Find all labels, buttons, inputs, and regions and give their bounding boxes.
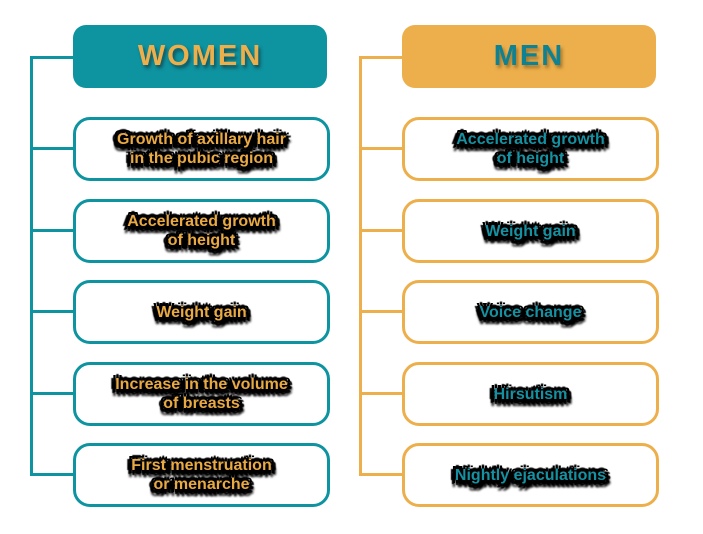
men-item-box-3: Voice change xyxy=(402,280,659,344)
women-item-box-4: Increase in the volume of breasts xyxy=(73,362,330,426)
women-header-label: WOMEN xyxy=(137,40,263,72)
men-item-label: Hirsutism xyxy=(493,385,568,403)
men-item-label: Weight gain xyxy=(485,222,576,240)
men-item-box-1: Accelerated growth of height xyxy=(402,117,659,181)
women-connector-branch xyxy=(30,310,74,313)
women-item-label: Growth of axillary hair in the pubic reg… xyxy=(117,131,286,167)
women-header: WOMEN xyxy=(73,25,327,88)
men-item-label: Nightly ejaculations xyxy=(454,466,607,484)
women-item-box-3: Weight gain xyxy=(73,280,330,344)
women-connector-branch xyxy=(30,147,74,150)
men-connector-vertical-line xyxy=(359,56,362,476)
men-item-box-5: Nightly ejaculations xyxy=(402,443,659,507)
men-item-box-2: Weight gain xyxy=(402,199,659,263)
men-connector-branch xyxy=(359,392,403,395)
women-item-label: Weight gain xyxy=(156,303,247,321)
men-connector-branch xyxy=(359,310,403,313)
women-item-box-1: Growth of axillary hair in the pubic reg… xyxy=(73,117,330,181)
women-item-box-2: Accelerated growth of height xyxy=(73,199,330,263)
women-item-label: Accelerated growth of height xyxy=(127,213,276,249)
women-connector-branch xyxy=(30,56,74,59)
men-connector-branch xyxy=(359,473,403,476)
men-item-box-4: Hirsutism xyxy=(402,362,659,426)
men-item-label: Voice change xyxy=(479,303,582,321)
women-connector-vertical-line xyxy=(30,56,33,476)
women-connector-branch xyxy=(30,229,74,232)
men-connector-branch xyxy=(359,56,403,59)
women-item-label: First menstruation or menarche xyxy=(131,457,272,493)
women-item-box-5: First menstruation or menarche xyxy=(73,443,330,507)
men-header-label: MEN xyxy=(493,40,565,72)
women-connector-branch xyxy=(30,392,74,395)
men-connector-branch xyxy=(359,147,403,150)
women-connector-branch xyxy=(30,473,74,476)
men-item-label: Accelerated growth of height xyxy=(456,131,605,167)
men-connector-branch xyxy=(359,229,403,232)
men-header: MEN xyxy=(402,25,656,88)
women-item-label: Increase in the volume of breasts xyxy=(115,376,288,412)
